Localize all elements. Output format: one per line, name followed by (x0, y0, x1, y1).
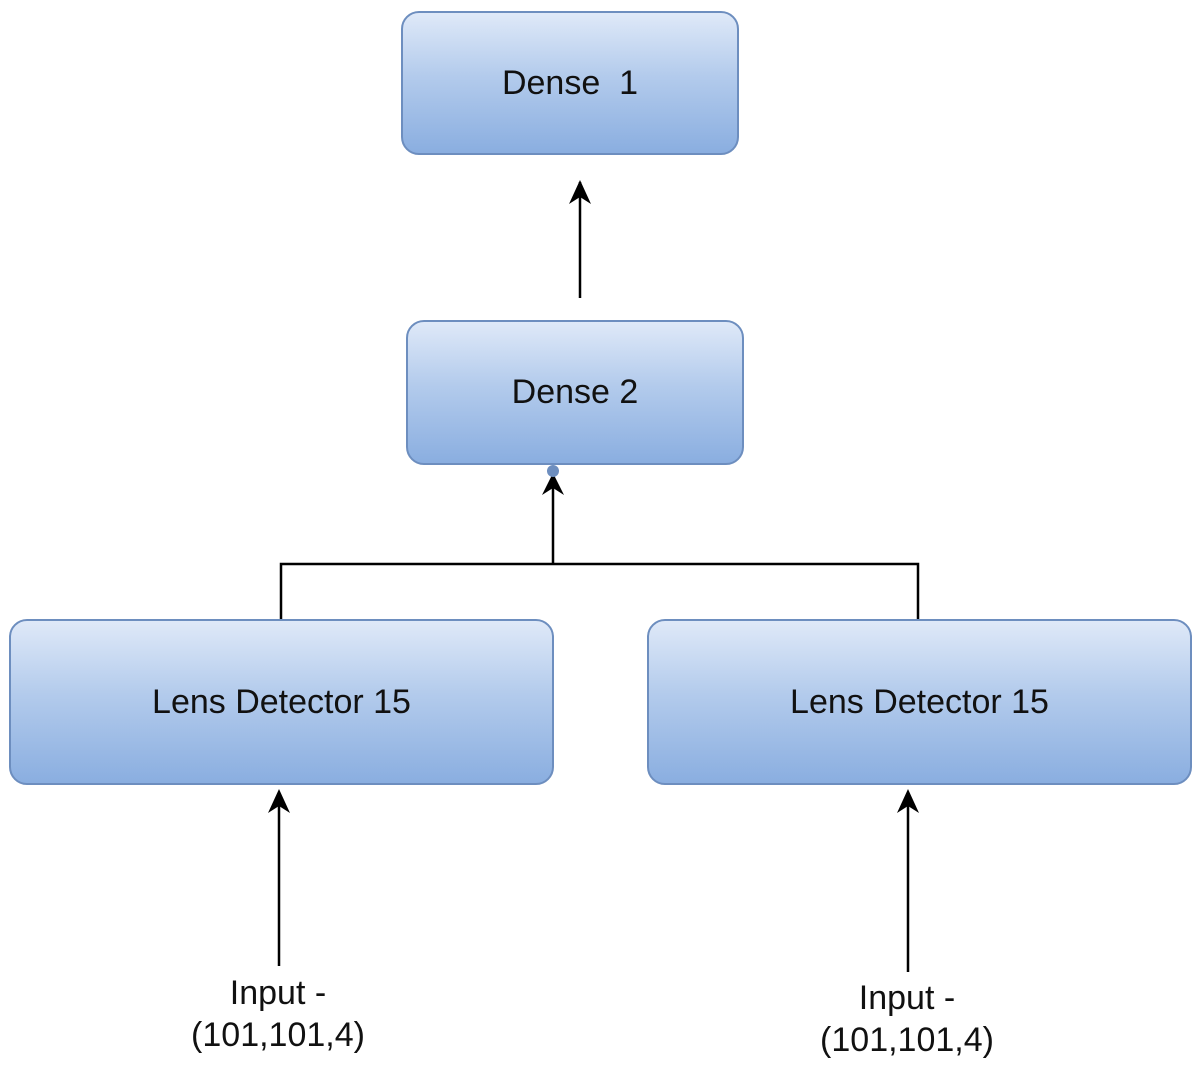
lens-detector-right-label: Lens Detector 15 (790, 682, 1049, 721)
input-label-left: Input - (101,101,4) (128, 972, 428, 1056)
lens-detector-left-node: Lens Detector 15 (9, 619, 554, 785)
dense-2-label: Dense 2 (511, 373, 639, 411)
arrowhead-lens-left (268, 789, 290, 813)
input-left-line1: Input - (229, 974, 327, 1012)
input-right-line2: (101,101,4) (820, 1021, 994, 1059)
input-right-line1: Input - (858, 979, 956, 1017)
dense-1-label: Dense 1 (501, 63, 639, 102)
arrowhead-dense2 (542, 473, 564, 495)
lens-detector-right-node: Lens Detector 15 (647, 619, 1192, 785)
dense-2-node: Dense 2 (406, 320, 744, 465)
arrowhead-dense1 (569, 180, 591, 204)
input-left-line2: (101,101,4) (191, 1016, 365, 1054)
arrowhead-lens-right (897, 789, 919, 813)
input-label-right: Input - (101,101,4) (757, 977, 1057, 1061)
junction-dot (547, 465, 559, 477)
merge-connector (279, 562, 920, 619)
lens-detector-left-label: Lens Detector 15 (152, 682, 411, 721)
dense-1-node: Dense 1 (401, 11, 739, 155)
